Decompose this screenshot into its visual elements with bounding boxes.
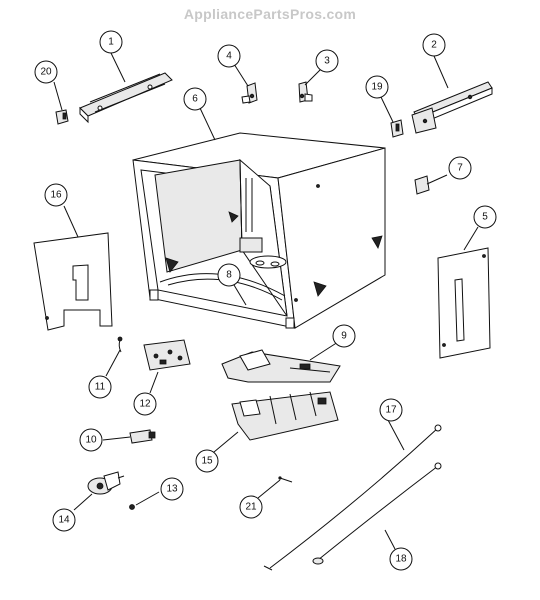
part-4-bracket (241, 82, 258, 104)
part-21-wire (278, 476, 293, 483)
callout-9: 9 (332, 324, 356, 348)
callout-18: 18 (389, 547, 413, 571)
part-1-rail (79, 72, 173, 124)
callout-13: 13 (160, 477, 184, 501)
svg-text:5: 5 (482, 212, 488, 223)
part-2-rail (411, 81, 493, 134)
svg-text:19: 19 (371, 82, 383, 93)
svg-text:7: 7 (457, 163, 463, 174)
svg-text:12: 12 (139, 399, 151, 410)
svg-text:17: 17 (385, 405, 397, 416)
callout-21: 21 (239, 495, 263, 519)
callout-10: 10 (79, 428, 103, 452)
part-14-valve (87, 471, 125, 495)
callout-5: 5 (473, 205, 497, 229)
part-16-side-panel (33, 232, 113, 331)
svg-text:15: 15 (201, 456, 213, 467)
callout-15: 15 (195, 449, 219, 473)
svg-text:1: 1 (108, 37, 114, 48)
callout-1: 1 (99, 30, 123, 54)
svg-text:6: 6 (192, 94, 198, 105)
part-15-housing (231, 391, 339, 441)
svg-text:2: 2 (431, 40, 437, 51)
callout-11: 11 (88, 375, 112, 399)
part-12-control-board (143, 339, 191, 371)
svg-text:10: 10 (85, 435, 97, 446)
part-11-wire (117, 336, 123, 353)
callout-17: 17 (379, 398, 403, 422)
callout-20: 20 (34, 60, 58, 84)
part-9-bracket (221, 349, 341, 383)
svg-text:13: 13 (166, 484, 178, 495)
part-6-tub (132, 132, 386, 329)
callout-12: 12 (133, 392, 157, 416)
callout-4: 4 (217, 44, 241, 68)
svg-text:21: 21 (245, 502, 257, 513)
part-18-hose (312, 462, 442, 565)
svg-text:20: 20 (40, 67, 52, 78)
part-13-screw (129, 504, 135, 510)
callout-3: 3 (315, 49, 339, 73)
watermark: AppliancePartsPros.com (183, 6, 357, 22)
svg-text:4: 4 (226, 51, 232, 62)
part-3-bracket (298, 81, 313, 103)
leader-lines (53, 52, 479, 550)
callout-6: 6 (183, 87, 207, 111)
part-17-cable (263, 424, 442, 571)
callout-7: 7 (448, 156, 472, 180)
svg-text:8: 8 (226, 270, 232, 281)
callout-16: 16 (44, 183, 68, 207)
part-5-side-panel (437, 247, 491, 359)
part-19-clip (390, 119, 404, 138)
svg-text:16: 16 (50, 190, 62, 201)
svg-text:9: 9 (341, 331, 347, 342)
part-7-bracket (414, 174, 448, 195)
callout-14: 14 (52, 508, 76, 532)
svg-text:11: 11 (95, 382, 106, 393)
svg-text:14: 14 (58, 515, 70, 526)
part-10-switch (129, 429, 156, 444)
part-20-clip (55, 109, 69, 125)
svg-text:18: 18 (395, 554, 407, 565)
callout-19: 19 (365, 75, 389, 99)
svg-text:3: 3 (324, 56, 330, 67)
callout-8: 8 (217, 263, 241, 287)
callout-2: 2 (422, 33, 446, 57)
